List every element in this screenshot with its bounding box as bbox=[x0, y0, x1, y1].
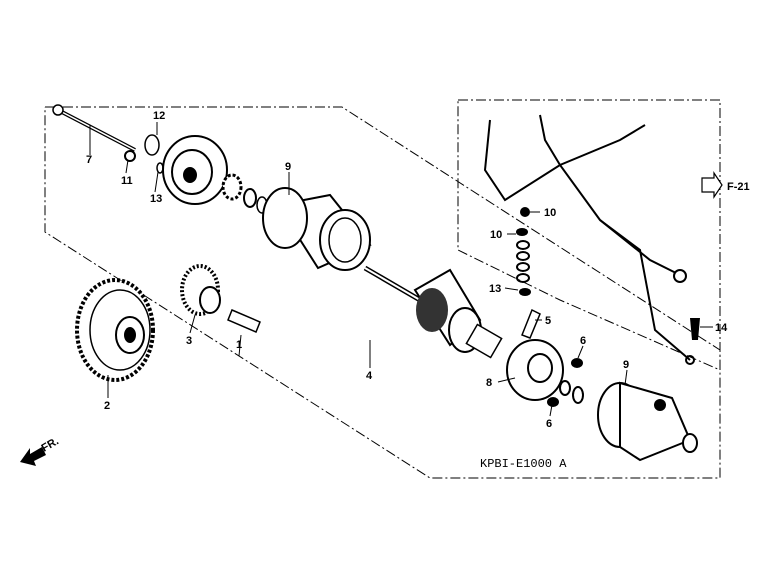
bearing-part bbox=[221, 173, 243, 201]
reduction-gear-part bbox=[75, 278, 155, 382]
callout-3: 3 bbox=[186, 335, 192, 347]
front-cover-part bbox=[162, 135, 228, 205]
brush-part bbox=[571, 358, 583, 368]
leader-lines bbox=[89, 122, 713, 417]
assembly-outline bbox=[44, 106, 721, 479]
yoke-housing-part bbox=[262, 187, 372, 271]
rear-cover-part bbox=[597, 381, 698, 462]
callout-9: 9 bbox=[285, 161, 291, 173]
brush-holder-part bbox=[506, 339, 564, 401]
idle-gear-part bbox=[180, 264, 221, 316]
diagram-code: KPBI-E1000 A bbox=[480, 457, 567, 471]
front-label: FR. bbox=[40, 435, 61, 454]
reference-label[interactable]: F-21 bbox=[727, 181, 750, 193]
callout-5: 5 bbox=[545, 315, 551, 327]
washer-part bbox=[124, 150, 136, 162]
callout-10: 10 bbox=[544, 207, 556, 219]
shaft-part bbox=[227, 309, 261, 333]
callout-6: 6 bbox=[580, 335, 586, 347]
callout-2: 2 bbox=[104, 400, 110, 412]
callout-13: 13 bbox=[150, 193, 162, 205]
callout-10: 10 bbox=[490, 229, 502, 241]
callout-6: 6 bbox=[546, 418, 552, 430]
washer-part bbox=[243, 188, 257, 208]
washer-part bbox=[572, 386, 584, 404]
harness-outline bbox=[457, 99, 721, 371]
front-arrow-icon bbox=[20, 447, 46, 466]
front-direction-marker: FR. bbox=[20, 435, 61, 466]
terminal-bolt-part bbox=[521, 308, 541, 339]
callout-1: 1 bbox=[236, 339, 242, 351]
bolt-part bbox=[52, 104, 136, 152]
callout-12: 12 bbox=[153, 110, 165, 122]
callout-8: 8 bbox=[486, 377, 492, 389]
o-ring-part bbox=[144, 134, 160, 156]
brush-part bbox=[547, 397, 559, 407]
reference-arrow-icon bbox=[701, 171, 723, 199]
washer-stack-part bbox=[516, 207, 531, 296]
callout-14: 14 bbox=[715, 322, 728, 334]
washer-part bbox=[559, 380, 571, 396]
starter-cable-part bbox=[483, 114, 695, 365]
callout-13: 13 bbox=[489, 283, 501, 295]
callout-4: 4 bbox=[366, 370, 373, 382]
bolt-part bbox=[690, 318, 700, 340]
callout-11: 11 bbox=[121, 175, 133, 187]
callout-7: 7 bbox=[86, 154, 92, 166]
callout-9: 9 bbox=[623, 359, 629, 371]
armature-part bbox=[363, 265, 503, 359]
